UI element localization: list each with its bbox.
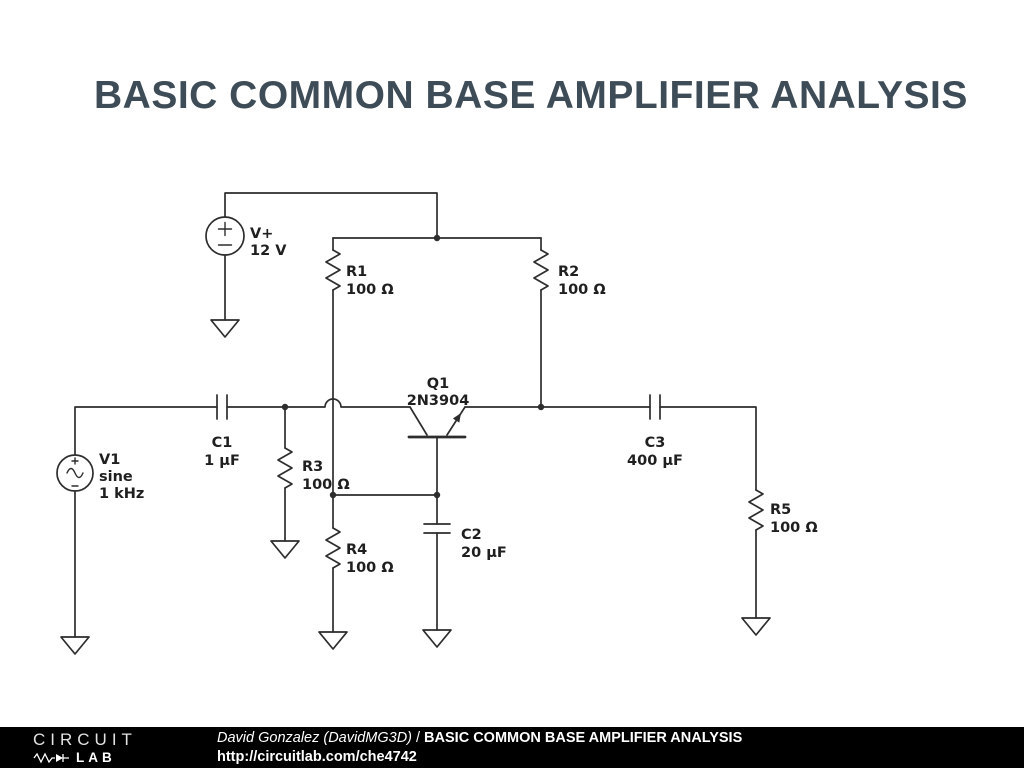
c3-value: 400 µF xyxy=(627,453,683,469)
c3-plates xyxy=(649,394,661,420)
r2-designator: R2 xyxy=(558,264,579,280)
r4-designator: R4 xyxy=(346,542,367,558)
vplus-designator: V+ xyxy=(250,226,273,242)
component-r3: R3 100 Ω xyxy=(270,447,350,559)
r1-value: 100 Ω xyxy=(346,282,394,298)
ground-symbol xyxy=(270,540,300,559)
r3-value: 100 Ω xyxy=(302,477,350,493)
c3-designator: C3 xyxy=(645,435,666,451)
resistor-diode-glyph-icon xyxy=(33,752,69,763)
component-r5: R5 100 Ω xyxy=(741,489,818,636)
r3-designator: R3 xyxy=(302,459,323,475)
footer-credits: David Gonzalez (DavidMG3D)/BASIC COMMON … xyxy=(217,729,742,767)
component-c1: C1 1 µF xyxy=(204,394,240,469)
q1-left-lead xyxy=(409,406,428,436)
component-c3: C3 400 µF xyxy=(627,394,683,469)
top-feed-wire xyxy=(224,192,438,239)
v1-designator: V1 xyxy=(99,452,120,468)
credit-line: David Gonzalez (DavidMG3D)/BASIC COMMON … xyxy=(217,729,742,748)
ground-symbol xyxy=(210,319,240,338)
logo-circuit-text: CIRCUIT xyxy=(33,729,137,749)
junction-dot xyxy=(537,403,545,411)
logo-bottom-row: LAB xyxy=(33,751,185,765)
ground-symbol xyxy=(422,629,452,648)
vplus-plus-sign xyxy=(217,221,233,237)
r3-zigzag xyxy=(277,447,293,489)
page-title: BASIC COMMON BASE AMPLIFIER ANALYSIS xyxy=(94,74,968,117)
component-c2: C2 20 µF xyxy=(422,523,507,648)
c1-plates xyxy=(216,394,228,420)
r5-zigzag xyxy=(748,489,764,531)
r5-value: 100 Ω xyxy=(770,520,818,536)
r1-designator: R1 xyxy=(346,264,367,280)
vplus-value: 12 V xyxy=(250,243,287,259)
circuitlab-logo: CIRCUIT LAB xyxy=(33,731,185,765)
r4-zigzag xyxy=(325,527,341,569)
output-wire-right xyxy=(659,406,757,491)
c2-plates xyxy=(423,523,451,534)
component-r4: R4 100 Ω xyxy=(318,527,394,650)
author-name: David Gonzalez (DavidMG3D) xyxy=(217,729,413,746)
v1-plus-sign xyxy=(71,457,79,465)
component-r1: R1 100 Ω xyxy=(325,249,394,298)
q1-right-lead xyxy=(446,406,466,436)
r2-value: 100 Ω xyxy=(558,282,606,298)
r4-value: 100 Ω xyxy=(346,560,394,576)
junction-dot xyxy=(329,491,337,499)
ground-symbol xyxy=(741,617,771,636)
r2-zigzag xyxy=(533,249,549,291)
q1-designator: Q1 xyxy=(427,376,449,392)
q1-emitter-arrow-icon xyxy=(452,413,461,423)
document-title: BASIC COMMON BASE AMPLIFIER ANALYSIS xyxy=(424,729,743,746)
c2-value: 20 µF xyxy=(461,545,507,561)
document-url[interactable]: http://circuitlab.com/che4742 xyxy=(217,748,417,765)
junction-dot xyxy=(433,234,441,242)
junction-dots xyxy=(281,234,545,499)
c2-designator: C2 xyxy=(461,527,482,543)
credit-separator: / xyxy=(416,729,421,746)
c1-designator: C1 xyxy=(212,435,233,451)
r1-zigzag xyxy=(325,249,341,291)
r5-designator: R5 xyxy=(770,502,791,518)
v1-sine-icon xyxy=(66,467,84,479)
junction-dot xyxy=(433,491,441,499)
ground-symbol xyxy=(60,636,90,655)
ground-symbol xyxy=(318,631,348,650)
v1-wave-label: sine xyxy=(99,469,133,485)
v1-top-wire xyxy=(74,406,218,456)
component-v1-source: V1 sine 1 kHz xyxy=(56,452,144,655)
input-wire-with-crossover xyxy=(226,398,411,408)
q1-value: 2N3904 xyxy=(407,393,470,409)
component-vplus-source: V+ 12 V xyxy=(205,216,287,338)
component-r2: R2 100 Ω xyxy=(533,249,606,298)
c1-value: 1 µF xyxy=(204,453,240,469)
footer-bar: CIRCUIT LAB David Gonzalez (DavidMG3D)/B… xyxy=(0,727,1024,768)
junction-dot xyxy=(281,403,289,411)
v1-freq-label: 1 kHz xyxy=(99,486,144,502)
component-q1-transistor: Q1 2N3904 xyxy=(407,376,470,439)
logo-lab-text: LAB xyxy=(76,749,116,765)
